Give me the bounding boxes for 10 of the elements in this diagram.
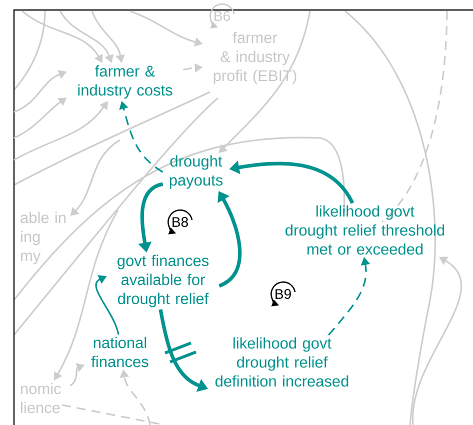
variable-label: govt finances available for drought relief	[118, 254, 209, 308]
loop-label: B9	[276, 289, 291, 299]
loop-label: B8	[172, 217, 188, 227]
arrow	[412, 256, 462, 425]
arrow	[95, 275, 120, 335]
variable-label: farmer & industry costs	[78, 65, 172, 99]
variable-label: national finances	[91, 336, 148, 368]
variable-label: likelihood govt drought relief definition increased	[215, 337, 348, 387]
variable-label: drought payouts	[170, 155, 223, 189]
variable-label: likelihood govt drought relief threshold met or exceeded	[286, 205, 444, 255]
